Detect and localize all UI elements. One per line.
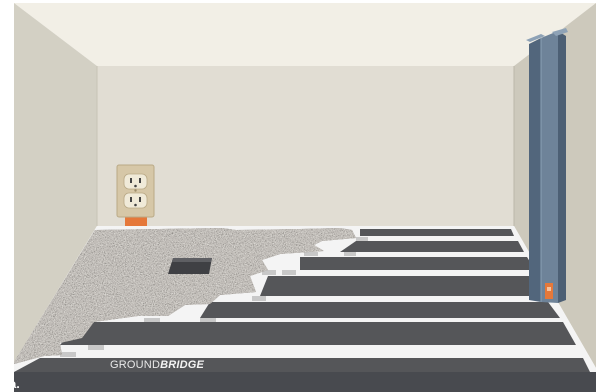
brand-prefix: GROUND [110,359,160,371]
strip-7 [14,358,590,372]
figure-label: 6a. [3,377,20,391]
strip-1 [360,229,514,236]
underlayment-strips [14,229,590,372]
bottom-band [14,372,596,392]
left-wall [14,3,97,362]
duplex-outlet-icon [116,164,155,226]
brand-suffix: BRIDGE [160,359,204,371]
strip-2 [340,241,524,252]
strip-3 [300,257,535,270]
steel-column-icon [526,28,568,303]
strip-6 [60,322,576,345]
ceiling [14,3,596,66]
strip-5 [200,302,560,318]
groundbridge-label: GROUNDBRIDGE [110,359,205,371]
strip-4 [260,276,546,296]
back-wall [97,66,514,226]
